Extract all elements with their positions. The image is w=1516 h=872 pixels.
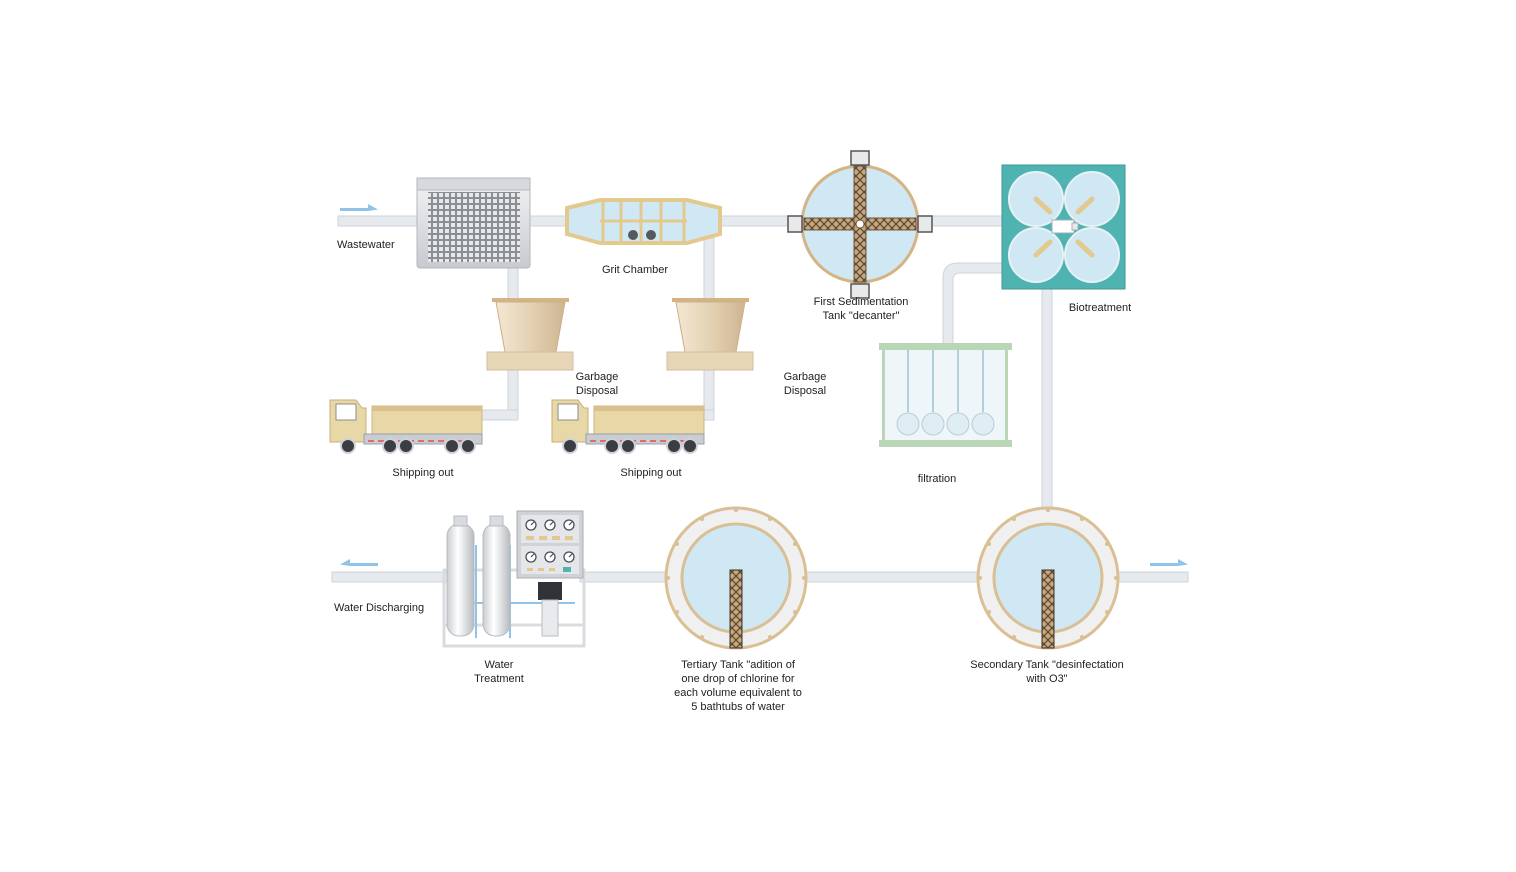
flow-arrows <box>340 204 1188 566</box>
secondary-tank-label: Secondary Tank "desinfectation with O3" <box>970 659 1124 685</box>
grit-outlet-icon <box>628 230 638 240</box>
bar-screen <box>416 177 531 269</box>
first-sedimentation-tank <box>787 150 933 299</box>
shipping-out-label-1: Shipping out <box>392 467 454 479</box>
discharge-arrow-icon <box>340 559 378 566</box>
garbage-hopper-1 <box>486 298 574 371</box>
shipping-out-label-2: Shipping out <box>620 467 682 479</box>
truck-2 <box>551 399 705 454</box>
filter-cylinder <box>482 523 511 637</box>
pipe-bio-down <box>1041 287 1053 511</box>
pump-motor <box>538 582 562 600</box>
biotreatment-unit <box>1001 164 1126 290</box>
pipe-screen-truck <box>479 409 519 421</box>
filter-cylinder <box>446 523 475 637</box>
outlet-arrow-icon <box>1150 559 1188 566</box>
filtration-unit <box>879 343 1012 447</box>
pipe-discharge <box>331 571 451 583</box>
wastewater-label: Wastewater <box>337 239 395 251</box>
first-sedimentation-label: First Sedimentation Tank "decanter" <box>813 296 909 322</box>
grit-chamber <box>565 198 722 245</box>
garbage-disposal-label-2: Garbage Disposal <box>783 371 827 397</box>
water-discharging-label: Water Discharging <box>334 602 425 614</box>
garbage-hopper-2 <box>666 298 754 371</box>
pipe-outlet-right <box>1117 571 1189 583</box>
pipe-inlet <box>337 215 429 227</box>
pipe-sedimentation-bio <box>927 215 1005 227</box>
garbage-disposal-label-1: Garbage Disposal <box>575 371 619 397</box>
pipe-secondary-tertiary <box>804 571 981 583</box>
water-treatment-label: Water Treatment <box>474 659 524 685</box>
tertiary-tank <box>664 506 808 650</box>
inlet-arrow-icon <box>340 204 378 211</box>
biotreatment-label: Biotreatment <box>1068 302 1132 314</box>
truck-1 <box>329 399 483 454</box>
mixer-tower <box>729 569 743 649</box>
water-treatment-unit <box>442 510 586 648</box>
mixer-tower <box>1041 569 1055 649</box>
grit-chamber-label: Grit Chamber <box>601 264 669 276</box>
pipe-bio-filtration <box>942 262 1004 346</box>
filtration-label: filtration <box>917 473 957 485</box>
pipe-tertiary-treatment <box>579 571 667 583</box>
grit-outlet-icon <box>646 230 656 240</box>
secondary-tank <box>976 506 1120 650</box>
tertiary-tank-label: Tertiary Tank "adition of one drop of ch… <box>674 659 802 713</box>
